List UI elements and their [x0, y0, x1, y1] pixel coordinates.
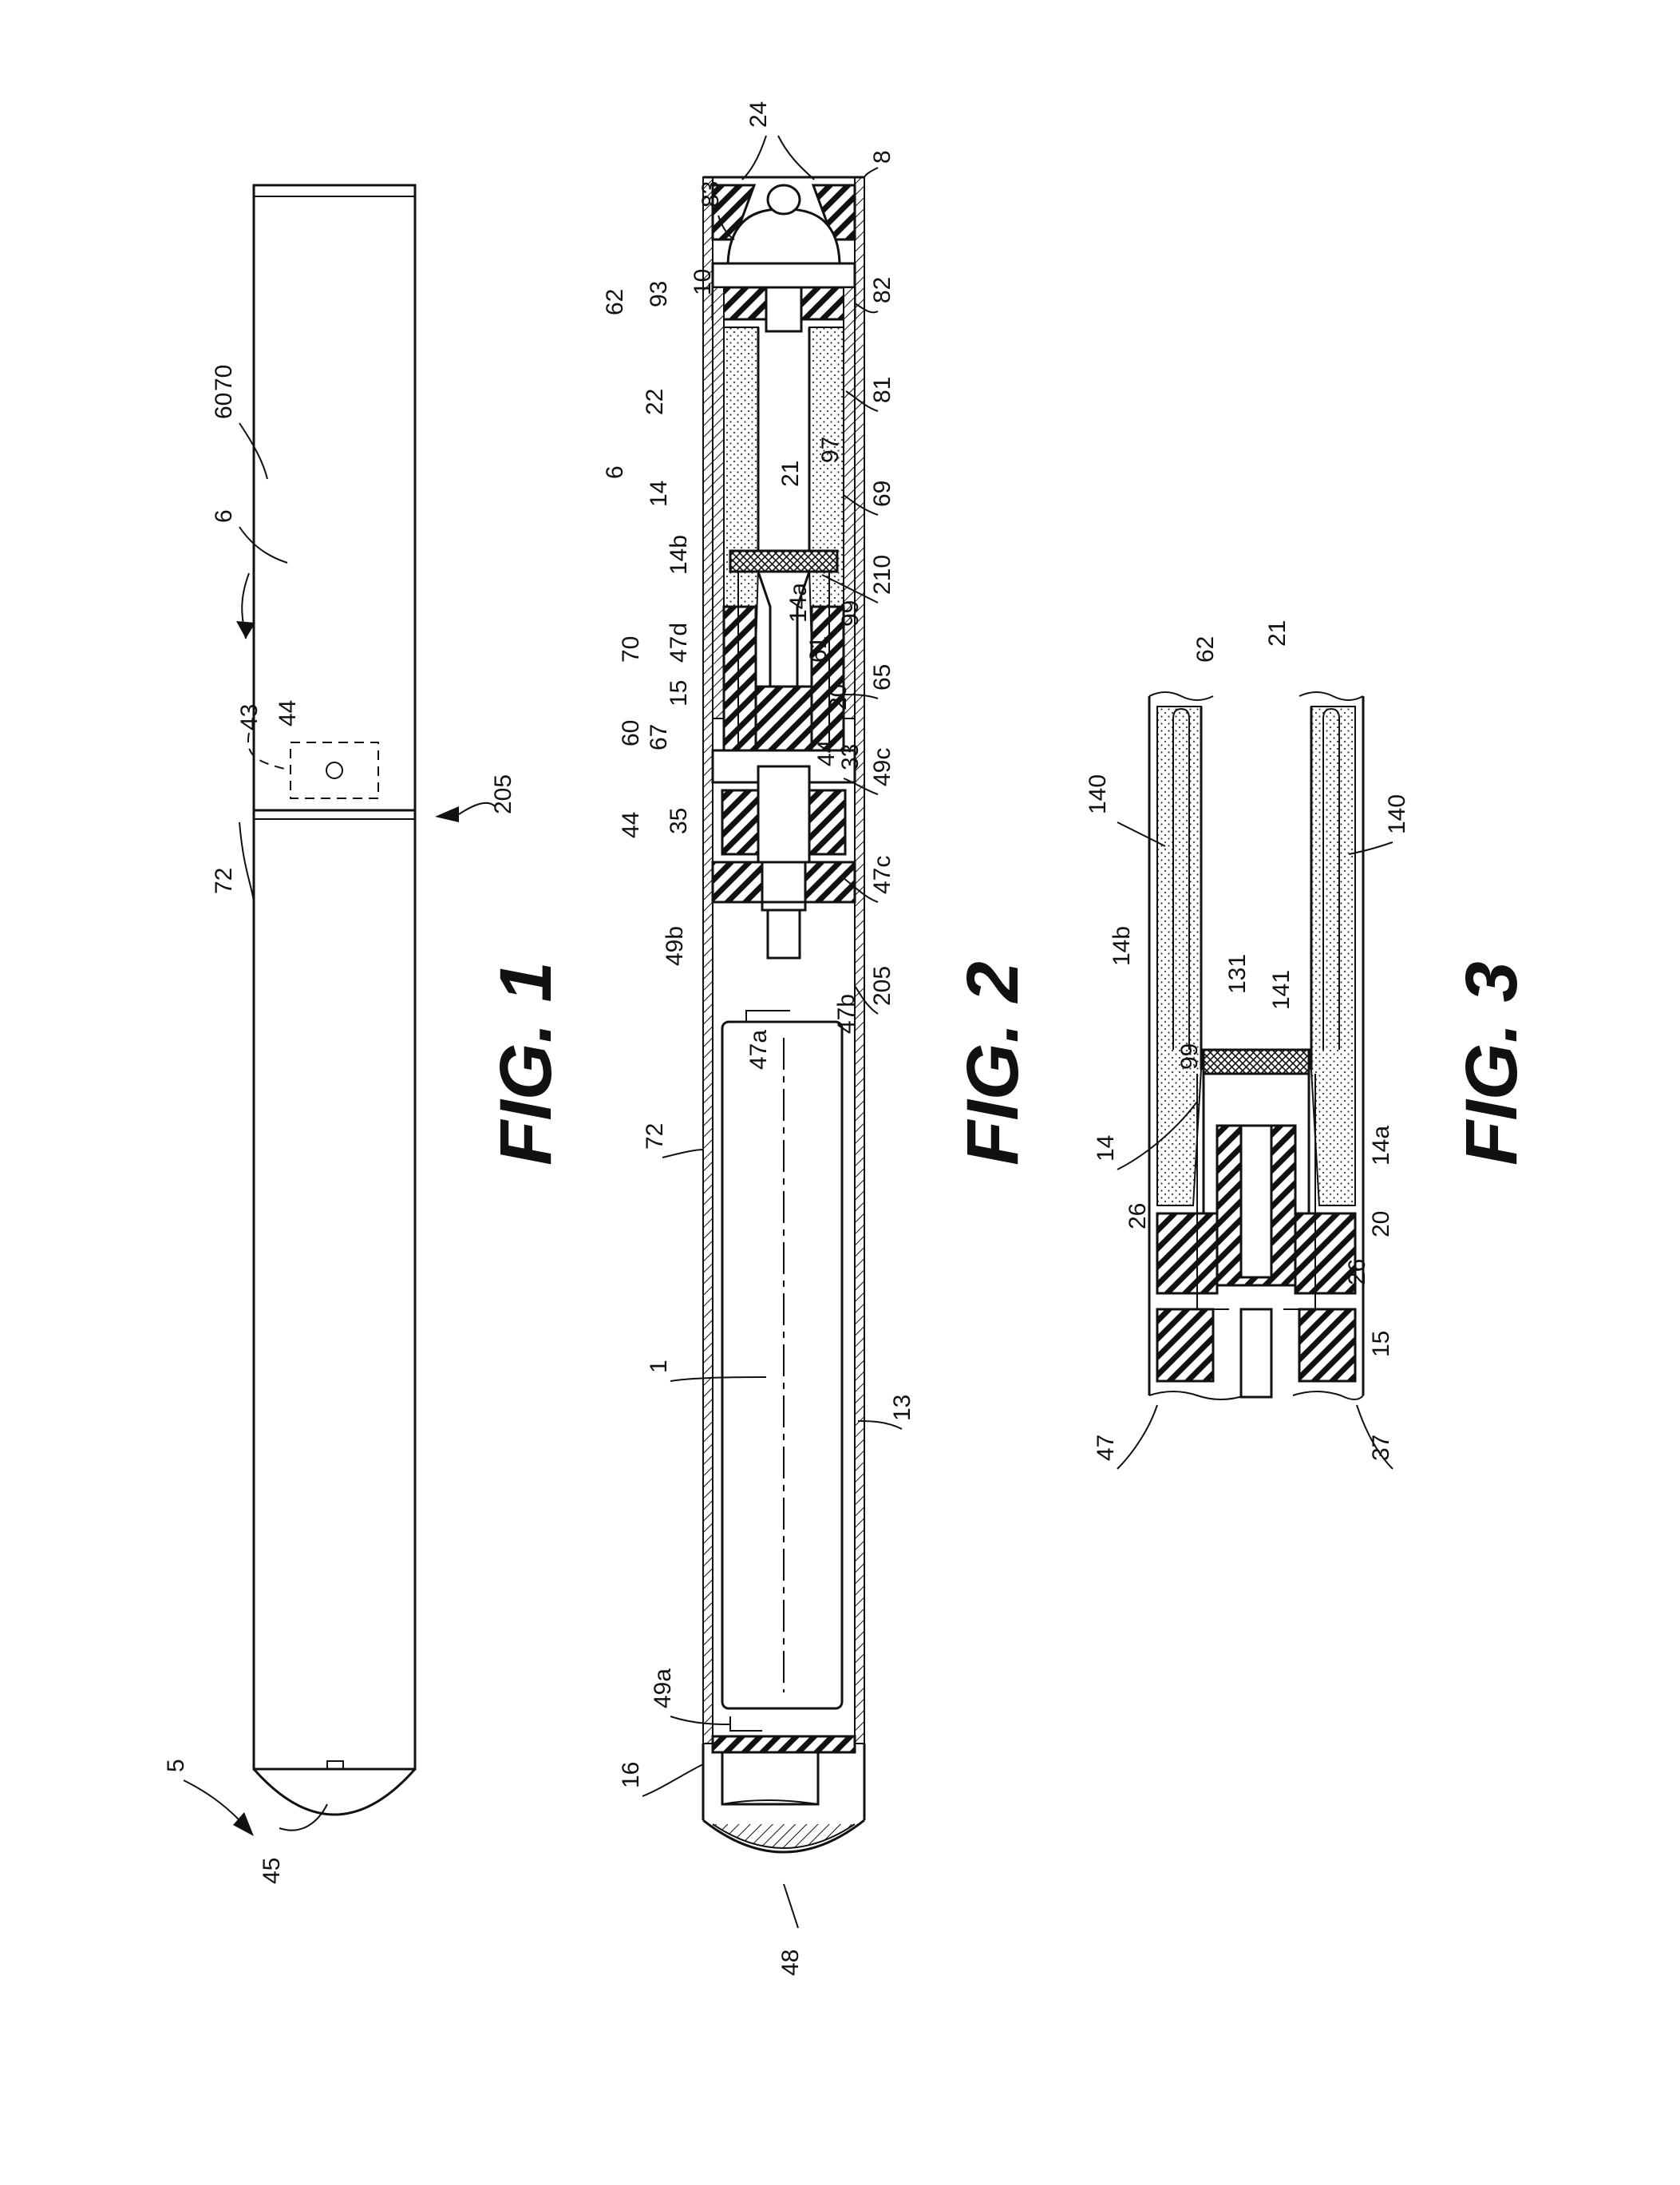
fig2-label-99: 99 [837, 600, 864, 627]
fig1-label-45: 45 [259, 1858, 285, 1884]
fig2-label-47b: 47b [833, 994, 860, 1034]
fig2-label-15: 15 [666, 680, 692, 707]
fig2-label-14: 14 [646, 481, 672, 507]
fig2-label-65: 65 [869, 664, 895, 691]
fig2-label-14a: 14a [785, 583, 812, 623]
fig1-label-6: 6 [211, 509, 237, 523]
fig2-label-49a: 49a [650, 1668, 676, 1708]
fig3-label-26b: 26 [1344, 1259, 1370, 1285]
fig3-label-99: 99 [1176, 1043, 1203, 1070]
fig3-label-47: 47 [1093, 1435, 1119, 1461]
fig3-label-15: 15 [1368, 1331, 1394, 1357]
fig1-label-72: 72 [211, 868, 237, 894]
fig2-label-48: 48 [777, 1949, 804, 1976]
fig2-label-16: 16 [618, 1762, 644, 1788]
fig1-label-60: 60 [211, 393, 237, 419]
fig3-label-141: 141 [1268, 970, 1295, 1010]
fig2-label-24: 24 [745, 101, 772, 128]
fig2-label-35: 35 [666, 808, 692, 834]
fig2-label-72: 72 [642, 1123, 668, 1150]
fig1-label-43: 43 [236, 704, 263, 730]
fig2-label-61: 61 [805, 636, 832, 663]
fig2-label-82: 82 [869, 277, 895, 303]
fig3-label-140b: 140 [1384, 794, 1410, 834]
fig2-label-47a: 47a [745, 1030, 772, 1070]
fig1-caption: FIG. 1 [485, 961, 567, 1166]
fig2-label-21: 21 [777, 461, 804, 487]
fig2-label-60: 60 [618, 720, 644, 746]
fig2-label-81: 81 [869, 377, 895, 403]
fig2-label-44: 44 [618, 812, 644, 838]
fig2-label-8: 8 [869, 150, 895, 164]
fig3-label-14: 14 [1093, 1135, 1119, 1162]
fig2-label-10: 10 [690, 269, 716, 295]
fig2-label-67: 67 [646, 724, 672, 750]
fig1-label-5: 5 [163, 1759, 189, 1772]
fig2-label-70: 70 [618, 636, 644, 663]
fig3-label-21: 21 [1264, 620, 1291, 647]
fig2-label-62: 62 [602, 289, 628, 315]
fig3-label-140a: 140 [1085, 774, 1111, 814]
fig3-label-37: 37 [1368, 1435, 1394, 1461]
fig2-label-20: 20 [825, 684, 852, 711]
fig2-label-47c: 47c [869, 856, 895, 894]
fig2-label-1: 1 [646, 1360, 672, 1373]
fig2-label-83: 83 [698, 181, 724, 208]
fig2-label-44prime: 44' [813, 735, 840, 766]
fig3-label-131: 131 [1224, 954, 1251, 994]
fig2-label-13: 13 [889, 1395, 915, 1421]
figure-1-external-view [184, 185, 495, 1836]
fig3-label-14b: 14b [1109, 926, 1135, 966]
fig2-label-69: 69 [869, 481, 895, 507]
fig1-label-205: 205 [490, 774, 516, 814]
fig2-label-6b: 6 [602, 465, 628, 479]
fig1-label-44: 44 [275, 700, 301, 726]
fig2-label-49b: 49b [662, 926, 688, 966]
fig2-label-97: 97 [817, 437, 844, 463]
fig1-label-70: 70 [211, 365, 237, 391]
fig3-label-26a: 26 [1125, 1203, 1151, 1229]
fig2-label-210: 210 [869, 555, 895, 595]
fig2-label-47d: 47d [666, 623, 692, 663]
fig3-label-62: 62 [1192, 636, 1219, 663]
fig2-label-22: 22 [642, 389, 668, 415]
fig3-label-20: 20 [1368, 1211, 1394, 1237]
fig2-caption: FIG. 2 [952, 961, 1034, 1166]
fig2-label-14b: 14b [666, 535, 692, 575]
fig3-label-14a: 14a [1368, 1126, 1394, 1166]
fig3-caption: FIG. 3 [1451, 961, 1532, 1166]
fig2-label-205: 205 [869, 966, 895, 1006]
fig2-label-93: 93 [646, 281, 672, 307]
fig2-label-49c: 49c [869, 748, 895, 786]
fig2-label-33: 33 [837, 744, 864, 770]
